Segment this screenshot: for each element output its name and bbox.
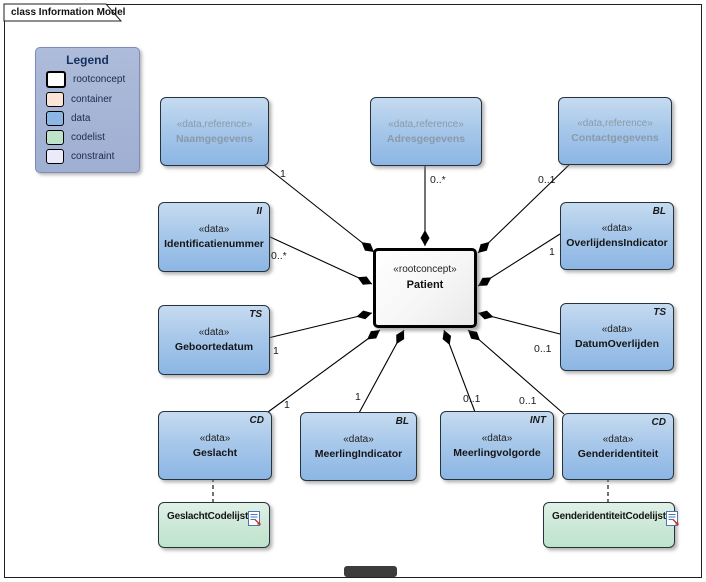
stereotype: «data» <box>601 223 633 234</box>
node-datumoverlijden[interactable]: TS «data» DatumOverlijden <box>560 303 674 371</box>
datatype-tag: TS <box>249 309 262 320</box>
multiplicity-naamgegevens: 1 <box>280 168 286 180</box>
node-meerlingindicator[interactable]: BL «data» MeerlingIndicator <box>300 412 417 481</box>
datatype-tag: CD <box>651 417 666 428</box>
legend-title: Legend <box>66 53 109 67</box>
diagram-title: class Information Model <box>11 7 126 18</box>
node-label: Geslacht <box>192 446 238 459</box>
node-label: Identificatienummer <box>164 238 264 250</box>
stereotype: «data» <box>481 432 513 444</box>
multiplicity-meerlingvolgorde: 0..1 <box>463 393 481 405</box>
node-label: GenderidentiteitCodelijst <box>552 511 666 522</box>
multiplicity-geboortedatum: 1 <box>273 345 279 357</box>
legend-item-data: data <box>46 111 139 126</box>
node-contactgegevens[interactable]: «data,reference» Contactgegevens <box>558 97 672 165</box>
stereotype: «data» <box>343 433 374 445</box>
node-patient[interactable]: «rootconcept» Patient <box>373 248 477 328</box>
container-swatch <box>46 92 64 107</box>
legend-item-constraint: constraint <box>46 149 139 164</box>
node-label: Contactgegevens <box>571 132 659 144</box>
node-genderidentiteit[interactable]: CD «data» Genderidentiteit <box>562 413 674 480</box>
node-label: Naamgegevens <box>175 132 254 145</box>
connector-datumoverlijden <box>477 310 561 335</box>
node-label: Patient <box>406 279 444 291</box>
legend-label: rootconcept <box>73 74 126 85</box>
multiplicity-genderidentiteit: 0..1 <box>519 395 537 407</box>
legend-label: constraint <box>71 151 115 162</box>
stereotype: «data» <box>602 433 634 445</box>
connector-geboortedatum <box>267 310 373 339</box>
rootconcept-swatch <box>46 71 66 88</box>
connector-meerlingvolgorde <box>442 329 476 413</box>
legend-label: codelist <box>71 132 105 143</box>
scrollbar-thumb[interactable] <box>344 566 397 577</box>
legend-label: container <box>71 94 113 105</box>
legend-item-container: container <box>46 92 139 107</box>
datatype-tag: BL <box>652 206 666 217</box>
node-label: Geboortedatum <box>174 341 254 353</box>
multiplicity-meerlingindicator: 1 <box>355 391 361 403</box>
datatype-tag: INT <box>529 415 546 426</box>
stereotype: «rootconcept» <box>393 264 457 275</box>
data-swatch <box>46 111 64 126</box>
node-geslacht[interactable]: CD «data» Geslacht <box>158 411 272 480</box>
node-label: MeerlingIndicator <box>314 447 403 460</box>
constraint-swatch <box>46 149 64 164</box>
node-naamgegevens[interactable]: «data,reference» Naamgegevens <box>160 97 269 166</box>
node-label: GeslachtCodelijst <box>167 511 249 522</box>
node-label: OverlijdensIndicator <box>566 237 668 249</box>
node-adresgegevens[interactable]: «data,reference» Adresgegevens <box>370 97 482 166</box>
connector-genderidentiteit <box>467 329 565 415</box>
multiplicity-identificatienummer: 0..* <box>271 250 287 262</box>
node-overlijdensindicator[interactable]: BL «data» OverlijdensIndicator <box>560 202 674 270</box>
multiplicity-overlijdensindicator: 1 <box>549 246 555 258</box>
node-geslachtcodelijst[interactable]: GeslachtCodelijst <box>158 502 270 548</box>
legend-label: data <box>71 113 91 124</box>
datatype-tag: TS <box>653 307 666 318</box>
diagram-frame <box>4 4 702 578</box>
legend-item-codelist: codelist <box>46 130 139 145</box>
connector-geslacht <box>267 329 381 413</box>
connector-identificatienummer <box>267 235 373 285</box>
connector-naamgegevens <box>263 164 375 253</box>
multiplicity-adresgegevens: 0..* <box>430 174 446 186</box>
node-label: Genderidentiteit <box>577 447 659 460</box>
node-meerlingvolgorde[interactable]: INT «data» Meerlingvolgorde <box>440 411 554 480</box>
node-genderidentiteitcodelijst[interactable]: GenderidentiteitCodelijst <box>543 502 679 548</box>
stereotype: «data,reference» <box>176 118 253 130</box>
connector-meerlingindicator <box>358 329 405 414</box>
node-label: DatumOverlijden <box>574 338 660 350</box>
stereotype: «data,reference» <box>577 118 653 129</box>
multiplicity-contactgegevens: 0..1 <box>538 174 556 186</box>
legend-item-rootconcept: rootconcept <box>46 71 139 88</box>
multiplicity-geslacht: 1 <box>284 399 290 411</box>
node-geboortedatum[interactable]: TS «data» Geboortedatum <box>158 305 270 375</box>
codelist-doc-icon <box>248 511 262 532</box>
stereotype: «data» <box>601 324 633 335</box>
datatype-tag: BL <box>395 416 409 427</box>
node-identificatienummer[interactable]: II «data» Identificatienummer <box>158 202 270 272</box>
diagram-tab <box>3 3 123 22</box>
codelist-swatch <box>46 130 64 145</box>
datatype-tag: CD <box>249 415 264 426</box>
legend: Legend rootconcept container data codeli… <box>35 47 140 173</box>
connector-overlijdensindicator <box>477 233 561 287</box>
multiplicity-datumoverlijden: 0..1 <box>534 343 552 355</box>
datatype-tag: II <box>256 206 262 217</box>
codelist-doc-icon <box>665 511 680 532</box>
node-label: Adresgegevens <box>386 132 466 145</box>
stereotype: «data» <box>198 224 230 235</box>
stereotype: «data,reference» <box>388 118 464 130</box>
stereotype: «data» <box>199 432 231 444</box>
connector-contactgegevens <box>477 162 572 254</box>
node-label: Meerlingvolgorde <box>453 446 541 459</box>
stereotype: «data» <box>198 327 230 338</box>
